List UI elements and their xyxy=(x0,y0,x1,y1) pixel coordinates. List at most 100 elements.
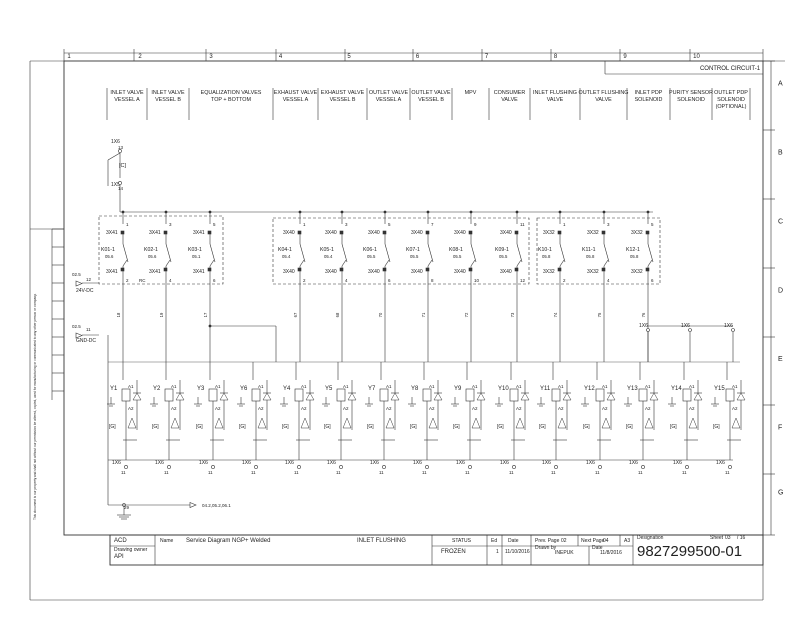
terminal-number: 14 xyxy=(118,186,124,191)
column-function-label: INLET VALVE xyxy=(151,90,185,96)
solenoid-coil xyxy=(595,388,605,402)
sheet-reference: [G] xyxy=(583,424,590,430)
contact-wire xyxy=(299,259,305,267)
terminal-label: 1X6 xyxy=(639,323,648,329)
relay-terminal-label: 3X40 xyxy=(500,269,512,275)
supply-label: 24V-DC xyxy=(76,288,94,294)
column-function-label: OUTLET PDP xyxy=(714,90,748,96)
relay-terminal-label: 3X32 xyxy=(543,230,555,236)
wire-number: 70 xyxy=(378,312,383,317)
coil-pin: A1 xyxy=(171,384,177,389)
coil-pin: A1 xyxy=(558,384,564,389)
column-function-label: VESSEL A xyxy=(283,97,309,103)
column-number: 2 xyxy=(138,54,142,60)
terminal-block xyxy=(163,267,168,272)
relay-contact-label: K11-1 xyxy=(582,247,596,253)
relay-terminal-label: 3X32 xyxy=(631,230,643,236)
contact-blade xyxy=(165,243,172,263)
contact-wire xyxy=(122,259,128,267)
contact-pin: 5 xyxy=(388,222,391,227)
contact-pin: 3 xyxy=(607,222,610,227)
solenoid-coil xyxy=(208,388,218,402)
relay-terminal-label: 3X40 xyxy=(283,230,295,236)
junction-dot xyxy=(646,210,650,214)
relay-cross-ref: 05.6 xyxy=(148,254,157,259)
solenoid-coil xyxy=(121,388,131,402)
terminal-number: 11 xyxy=(725,470,730,475)
terminal-number: 11 xyxy=(422,470,427,475)
sheet-reference: [G] xyxy=(410,424,417,430)
contact-blade xyxy=(299,243,306,263)
cross-reference: 02.5 xyxy=(72,324,81,329)
terminal-number: 11 xyxy=(294,470,299,475)
relay-cross-ref: 05.5 xyxy=(367,254,376,259)
column-function-label: VESSEL A xyxy=(114,97,140,103)
row-letter: F xyxy=(778,425,782,432)
terminal-block xyxy=(601,267,606,272)
terminal-block xyxy=(382,230,387,235)
row-letter: A xyxy=(778,81,783,88)
relay-contact-label: K10-1 xyxy=(538,247,552,253)
solenoid-coil xyxy=(465,388,475,402)
relay-cross-ref: 05.8 xyxy=(630,254,639,259)
terminal-block xyxy=(601,230,606,235)
terminal-block xyxy=(297,230,302,235)
terminal-number: 11 xyxy=(638,470,643,475)
suppressor-diode xyxy=(476,392,486,401)
solenoid-tag: Y11 xyxy=(540,386,551,392)
column-function-label: INLET FLUSHING xyxy=(533,90,577,96)
sheet-label: Sheet xyxy=(710,535,724,541)
terminal-block xyxy=(645,267,650,272)
wire-number: 76 xyxy=(641,312,646,317)
junction-dot xyxy=(515,210,519,214)
column-function-label: MPV xyxy=(465,90,477,96)
terminal-dot xyxy=(688,328,692,332)
column-function-label: VESSEL B xyxy=(418,97,444,103)
coil-pin: A1 xyxy=(472,384,478,389)
terminal-dot xyxy=(382,465,386,469)
contact-pin: 6 xyxy=(213,278,216,283)
terminal-block xyxy=(557,267,562,272)
relay-terminal-label: 3X40 xyxy=(500,230,512,236)
column-number: 1 xyxy=(67,54,71,60)
terminal-number: 11 xyxy=(465,470,470,475)
solenoid-coil xyxy=(294,388,304,402)
coil-pin: A1 xyxy=(645,384,651,389)
column-function-label: EXHAUST VALVE xyxy=(321,90,365,96)
relay-contact-label: K03-1 xyxy=(188,247,202,253)
row-letter: G xyxy=(778,490,783,497)
relay-cross-ref: 05.8 xyxy=(542,254,551,259)
suppressor-diode xyxy=(433,392,443,401)
contact-pin: 8 xyxy=(431,278,434,283)
junction-dot xyxy=(602,210,606,214)
flyback-diode xyxy=(601,417,611,429)
terminal-dot xyxy=(598,465,602,469)
column-function-label: OUTLET FLUSHING xyxy=(579,90,629,96)
suppressor-diode xyxy=(562,392,572,401)
terminal-dot xyxy=(118,149,122,153)
solenoid-tag: Y9 xyxy=(454,386,462,392)
sheet-reference: [G] xyxy=(324,424,331,430)
terminal-dot xyxy=(425,465,429,469)
terminal-block xyxy=(207,230,212,235)
terminal-label: 1X5 xyxy=(111,182,120,188)
contact-pin: 5 xyxy=(213,222,216,227)
suppressor-diode xyxy=(132,392,142,401)
relay-terminal-label: 3X41 xyxy=(106,269,118,275)
coil-pin: A1 xyxy=(689,384,695,389)
wire-number: 29 xyxy=(124,505,130,510)
wire-number: 73 xyxy=(510,312,515,317)
contact-pin: 4 xyxy=(607,278,610,283)
suppressor-diode xyxy=(390,392,400,401)
terminal-label: 1X6 xyxy=(112,460,121,466)
terminal-label: 1X6 xyxy=(724,323,733,329)
column-function-label: VESSEL A xyxy=(376,97,402,103)
coil-pin: A2 xyxy=(689,406,695,411)
relay-cross-ref: 05.1 xyxy=(192,254,201,259)
sheet-reference: [G] xyxy=(713,424,720,430)
solenoid-coil xyxy=(422,388,432,402)
relay-terminal-label: 3X40 xyxy=(283,269,295,275)
name-label: Name xyxy=(160,538,174,544)
terminal-block xyxy=(468,230,473,235)
flyback-diode xyxy=(515,417,525,429)
